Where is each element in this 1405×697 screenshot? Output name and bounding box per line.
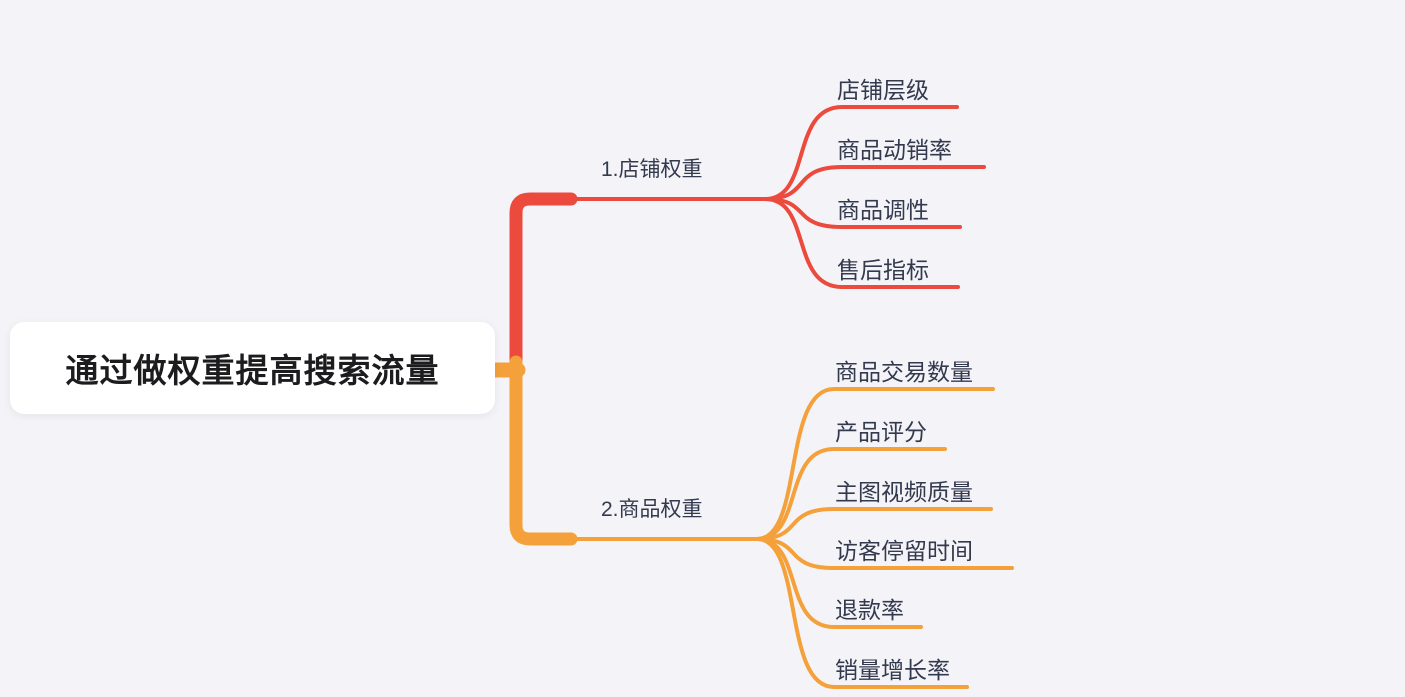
child-connector-line xyxy=(763,197,960,289)
child-connector-line xyxy=(755,387,995,541)
branch-topic-label[interactable]: 2.商品权重 xyxy=(601,498,703,521)
child-connector-line xyxy=(755,447,947,541)
child-connector-line xyxy=(755,537,1014,570)
root-topic-label: 通过做权重提高搜索流量 xyxy=(65,352,440,389)
branch-trunk-elbow xyxy=(509,355,578,546)
branch-trunk-elbow xyxy=(509,192,578,372)
child-connector-line xyxy=(755,507,993,541)
child-topic-label[interactable]: 商品动销率 xyxy=(837,137,952,163)
child-topic-label[interactable]: 主图视频质量 xyxy=(835,479,973,505)
child-connector-line xyxy=(763,105,959,201)
child-topic-label[interactable]: 店铺层级 xyxy=(837,77,929,103)
child-topic-label[interactable]: 产品评分 xyxy=(835,419,927,445)
child-topic-label[interactable]: 退款率 xyxy=(835,597,904,623)
branch-topic-label[interactable]: 1.店铺权重 xyxy=(601,158,703,181)
child-connector-line xyxy=(763,165,986,201)
child-topic-label[interactable]: 商品交易数量 xyxy=(835,359,973,385)
root-topic-node[interactable]: 通过做权重提高搜索流量 xyxy=(10,322,495,414)
child-topic-label[interactable]: 商品调性 xyxy=(837,197,929,223)
child-topic-label[interactable]: 销量增长率 xyxy=(835,657,950,683)
child-topic-label[interactable]: 访客停留时间 xyxy=(835,538,973,564)
child-connector-line xyxy=(755,537,969,689)
child-topic-label[interactable]: 售后指标 xyxy=(837,257,929,283)
child-connector-line xyxy=(763,197,962,229)
